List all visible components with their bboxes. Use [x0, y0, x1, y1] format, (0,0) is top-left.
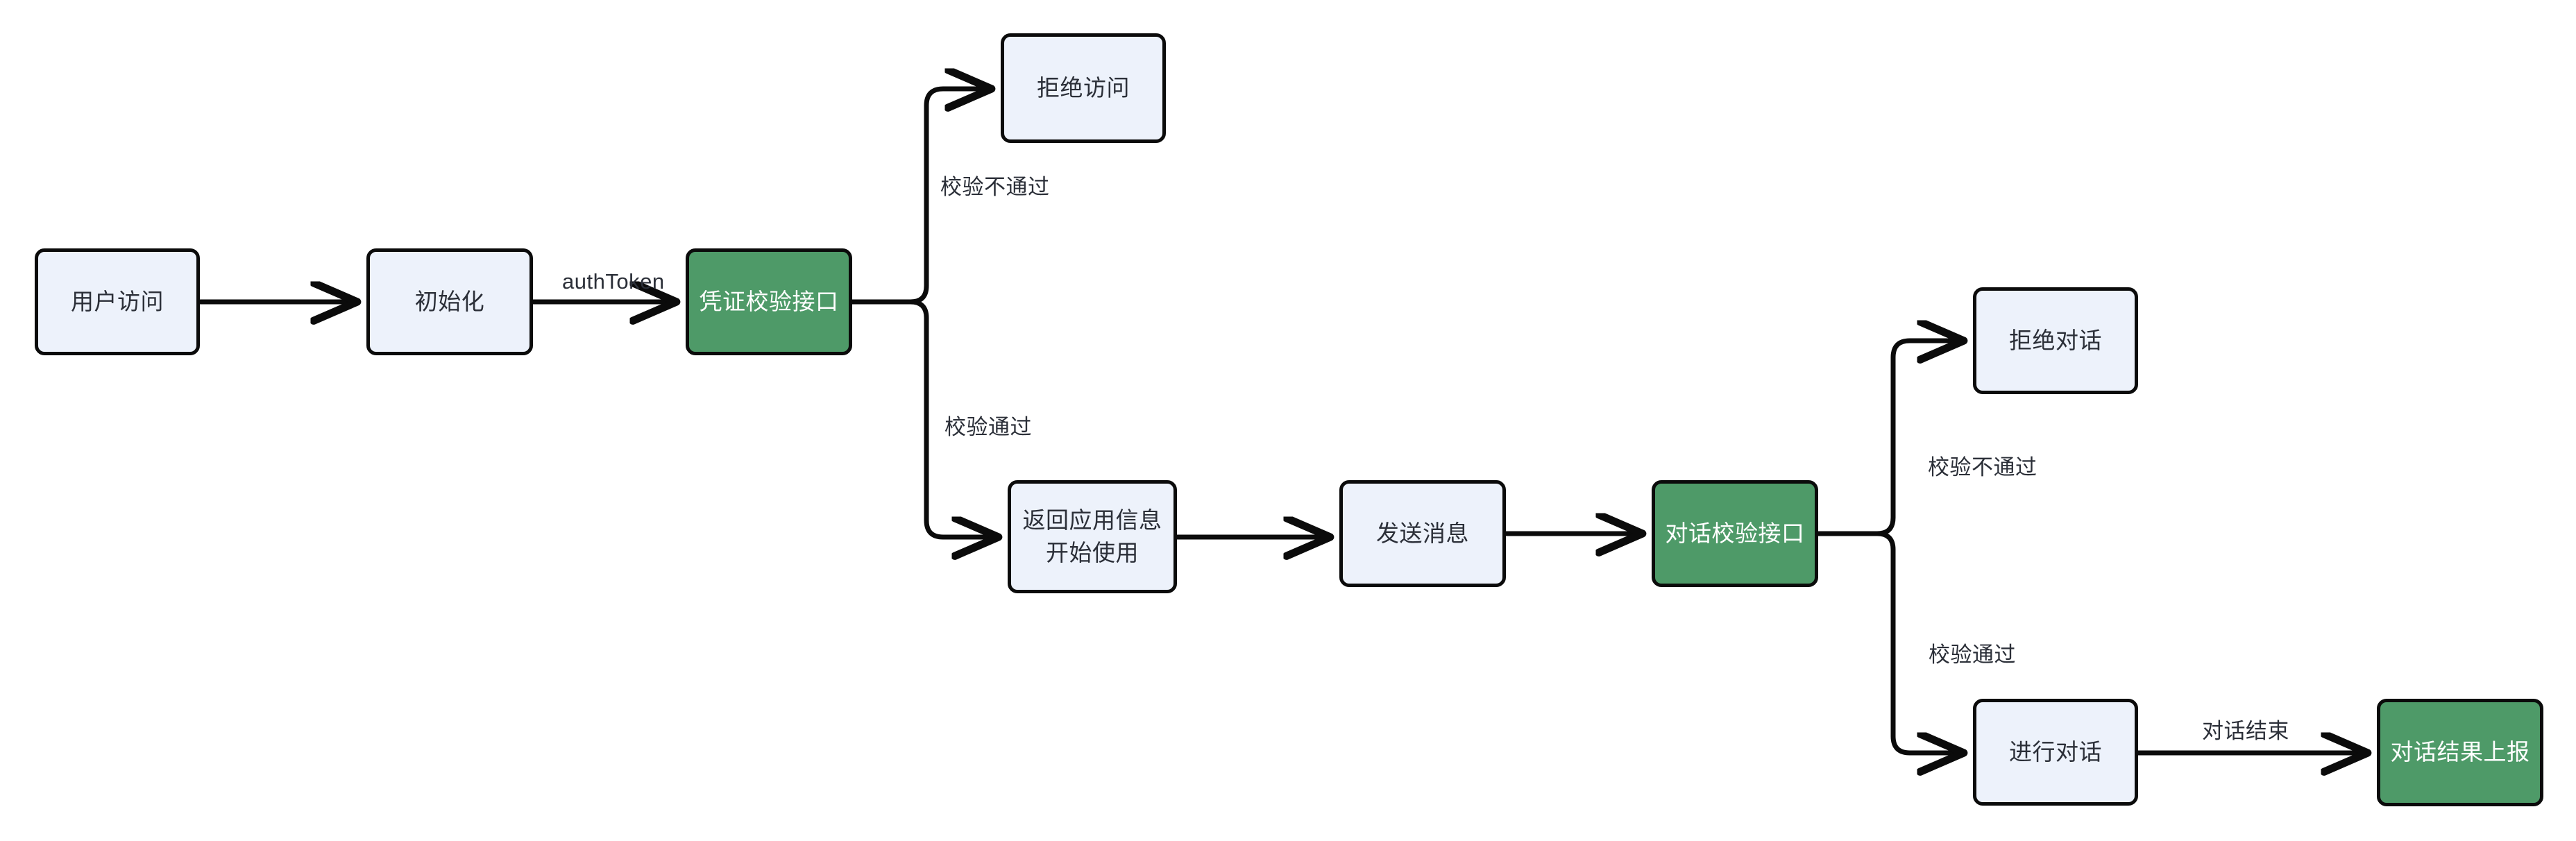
- edge-chat-verify-to-deny-chat: [1818, 341, 1962, 536]
- node-deny-access[interactable]: 拒绝访问: [1001, 33, 1166, 143]
- node-credential-verify-api[interactable]: 凭证校验接口: [686, 248, 852, 355]
- node-return-app-info[interactable]: 返回应用信息 开始使用: [1008, 480, 1177, 593]
- node-do-chat[interactable]: 进行对话: [1973, 699, 2138, 806]
- node-deny-chat[interactable]: 拒绝对话: [1973, 287, 2138, 394]
- node-send-message[interactable]: 发送消息: [1339, 480, 1506, 587]
- edge-label-credential-verify-failed: 校验不通过: [940, 175, 1050, 199]
- edge-label-auth-token: authToken: [562, 269, 665, 294]
- node-user-access[interactable]: 用户访问: [35, 248, 200, 355]
- node-report-chat-result[interactable]: 对话结果上报: [2377, 699, 2543, 806]
- edge-label-credential-verify-passed: 校验通过: [944, 415, 1032, 439]
- node-chat-verify-api[interactable]: 对话校验接口: [1652, 480, 1818, 587]
- edge-label-chat-verify-passed: 校验通过: [1929, 643, 2016, 667]
- edge-label-chat-ended: 对话结束: [2202, 719, 2289, 743]
- node-init[interactable]: 初始化: [366, 248, 533, 355]
- edge-label-chat-verify-failed: 校验不通过: [1928, 455, 2037, 479]
